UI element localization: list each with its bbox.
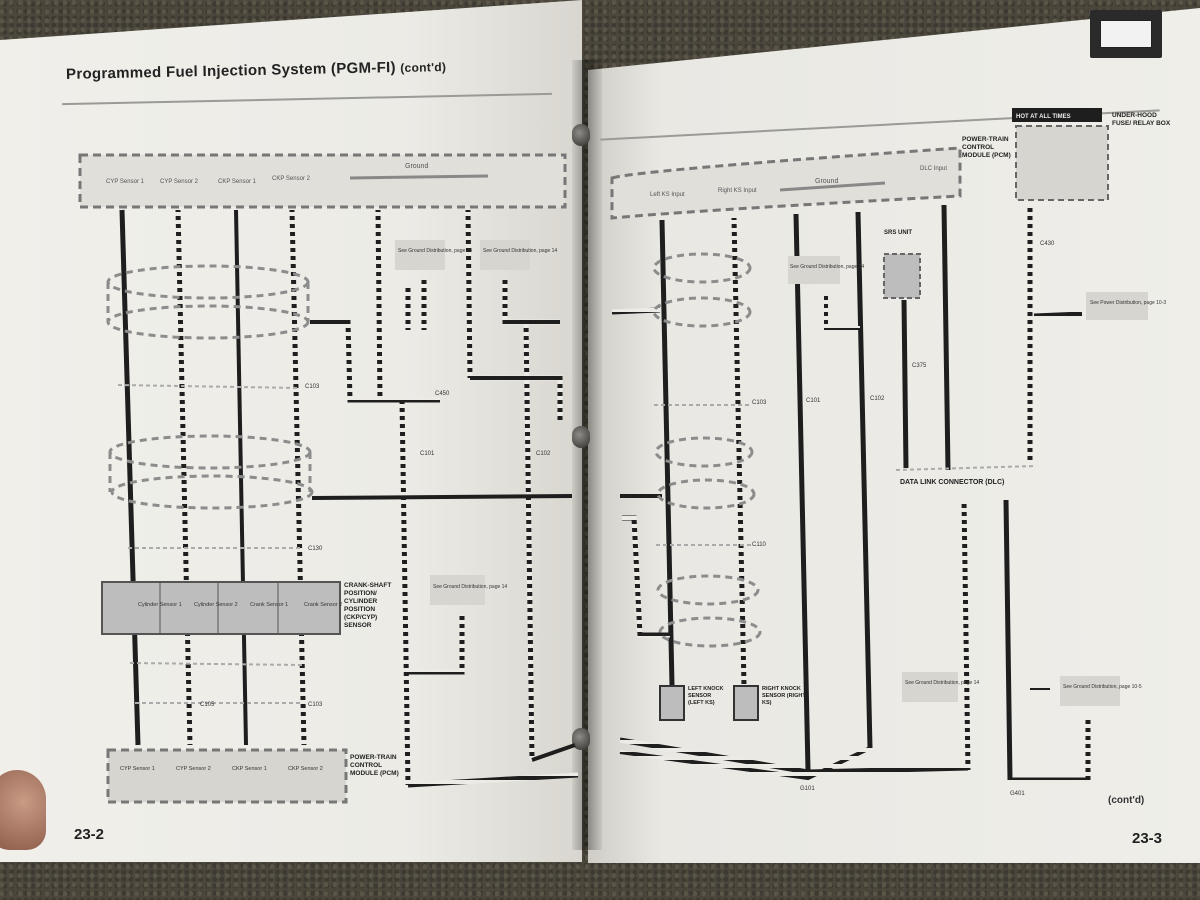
right-connector-c430: C430	[1040, 241, 1055, 247]
hot-at-all-times-text: HOT AT ALL TIMES	[1016, 114, 1071, 120]
sensor-cell-3: Crank Sensor 1	[250, 602, 288, 608]
ground-bus-left	[349, 174, 489, 180]
ground-bus-right	[779, 181, 886, 192]
pcm-top-connector-box	[78, 153, 567, 209]
page-number-left: 23-2	[74, 826, 105, 843]
binder-ring	[572, 124, 590, 146]
ckp-cyp-sensor-box	[101, 581, 341, 635]
right-ground-g101: G101	[800, 786, 815, 792]
pcm-cell-4: CKP Sensor 2	[288, 766, 323, 772]
right-connector-c103: C103	[752, 400, 767, 406]
right-top-cell-1: Left KS Input	[650, 192, 685, 198]
fuse-relay-label: UNDER-HOOD FUSE/ RELAY BOX	[1112, 112, 1170, 127]
thumb	[0, 770, 46, 850]
sensor-cell-4: Crank Sensor 2	[304, 602, 342, 608]
right-connector-c102: C102	[870, 396, 885, 402]
top-cell-4: CKP Sensor 2	[272, 176, 311, 182]
manual-page-left	[0, 0, 582, 862]
hot-at-all-times-box	[1012, 108, 1102, 122]
right-top-cell-4: DLC Input	[920, 166, 947, 172]
right-top-cell-2: Right KS Input	[718, 188, 757, 194]
sensor-cell-2: Cylinder Sensor 2	[194, 602, 238, 608]
connector-label-c450: C450	[435, 391, 450, 397]
ground-wires-left	[310, 209, 579, 788]
sensor-cell-1: Cylinder Sensor 1	[138, 602, 182, 608]
see-ground-box-right	[902, 672, 958, 702]
connector-label-c101: C101	[420, 451, 435, 457]
wires-right	[611, 204, 1091, 783]
connector-lines-right	[654, 404, 752, 546]
see-ground-box-right	[788, 256, 840, 284]
srs-unit-label: SRS UNIT	[884, 230, 912, 236]
pcm-box-label-left: POWER-TRAIN CONTROL MODULE (PCM)	[350, 754, 399, 777]
left-knock-sensor	[659, 685, 685, 721]
pcm-top-box-right	[610, 146, 962, 220]
see-ground-box	[395, 240, 445, 270]
binder-ring	[572, 728, 590, 750]
right-ks-label: RIGHT KNOCK SENSOR (RIGHT KS)	[762, 686, 806, 706]
see-ground-right-1: See Ground Distribution, page 14	[790, 264, 864, 270]
sensor-wires-left	[119, 209, 307, 746]
shielding-loops-right	[652, 252, 762, 648]
connector-label-c102: C102	[536, 451, 551, 457]
right-ground-g401: G401	[1010, 791, 1025, 797]
top-cell-1: CYP Sensor 1	[106, 179, 145, 185]
fuse-relay-box	[1015, 125, 1109, 201]
battery-section-icon	[1090, 10, 1162, 58]
right-knock-sensor	[733, 685, 759, 721]
binder-ring	[572, 426, 590, 448]
dlc-label: DATA LINK CONNECTOR (DLC)	[900, 479, 1004, 486]
see-ground-box	[430, 575, 485, 605]
see-ground-right-3: See Ground Distribution, page 10-5	[1063, 684, 1142, 690]
see-power-text: See Power Distribution, page 10-3	[1090, 300, 1166, 306]
top-cell-3: CKP Sensor 1	[218, 179, 257, 185]
connector-lines-left	[117, 384, 303, 704]
right-connector-c110: C110	[752, 542, 767, 548]
binding-spine	[572, 60, 602, 850]
see-ground-text-2: See Ground Distribution, page 14	[483, 248, 557, 254]
see-ground-box	[480, 240, 530, 270]
connector-label-c130: C130	[308, 546, 323, 552]
srs-unit-box	[883, 253, 921, 299]
pcm-label-right: POWER-TRAIN CONTROL MODULE (PCM)	[962, 136, 1011, 159]
sensor-box-label: CRANK-SHAFT POSITION/ CYLINDER POSITION …	[344, 582, 391, 629]
page-number-right: 23-3	[1132, 830, 1163, 847]
ground-label-left: Ground	[405, 163, 428, 170]
see-ground-right-2: See Ground Distribution, page 14	[905, 680, 979, 686]
pcm-cell-2: CYP Sensor 2	[176, 766, 211, 772]
see-ground-text-3: See Ground Distribution, page 14	[433, 584, 507, 590]
dlc-connector-line	[895, 465, 1037, 471]
connector-label-c103b: C103	[308, 702, 323, 708]
pcm-cell-1: CYP Sensor 1	[120, 766, 155, 772]
shielding-loops-left	[106, 264, 314, 510]
see-ground-text-1: See Ground Distribution, page 14	[398, 248, 472, 254]
pcm-cell-3: CKP Sensor 1	[232, 766, 267, 772]
connector-label-c103: C103	[305, 384, 320, 390]
see-ground-box-right	[1060, 676, 1120, 706]
right-connector-c375: C375	[912, 363, 927, 369]
right-connector-c101: C101	[806, 398, 821, 404]
pcm-bottom-box	[106, 748, 348, 804]
top-cell-2: CYP Sensor 2	[160, 179, 199, 185]
continued-label: (cont'd)	[1108, 795, 1145, 806]
connector-label-c105: C105	[200, 702, 215, 708]
left-ks-label: LEFT KNOCK SENSOR (LEFT KS)	[688, 686, 723, 706]
right-top-cell-3: Ground	[815, 178, 838, 185]
see-power-box	[1086, 292, 1148, 320]
